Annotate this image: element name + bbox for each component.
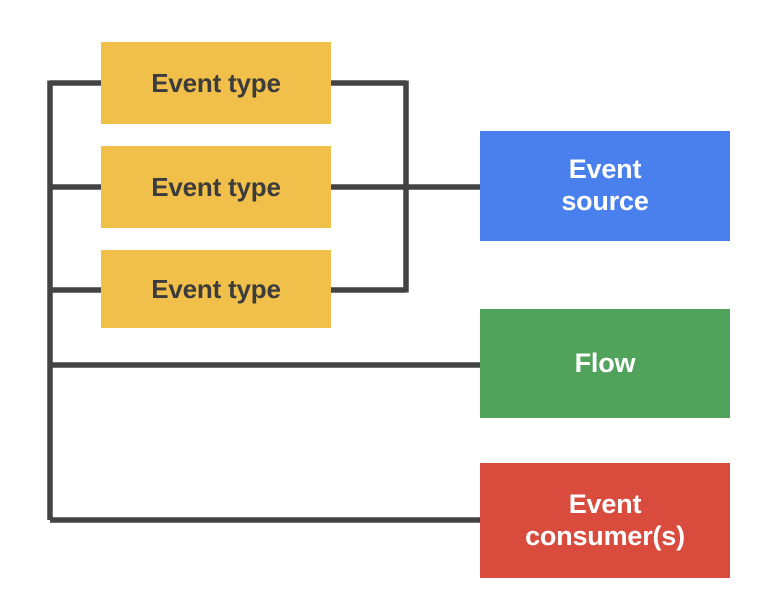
event-type-label-3: Event type [151, 273, 281, 304]
event-type-label-2: Event type [151, 171, 281, 202]
event-consumer-box[interactable]: Event consumer(s) [480, 463, 730, 578]
event-source-box[interactable]: Event source [480, 131, 730, 241]
event-type-box-2[interactable]: Event type [101, 146, 331, 228]
event-source-label: Event source [561, 154, 649, 216]
flow-box[interactable]: Flow [480, 309, 730, 418]
event-consumer-label: Event consumer(s) [525, 488, 685, 551]
flow-label: Flow [574, 347, 636, 378]
event-type-box-1[interactable]: Event type [101, 42, 331, 124]
event-type-box-3[interactable]: Event type [101, 250, 331, 328]
event-type-label-1: Event type [151, 67, 281, 98]
